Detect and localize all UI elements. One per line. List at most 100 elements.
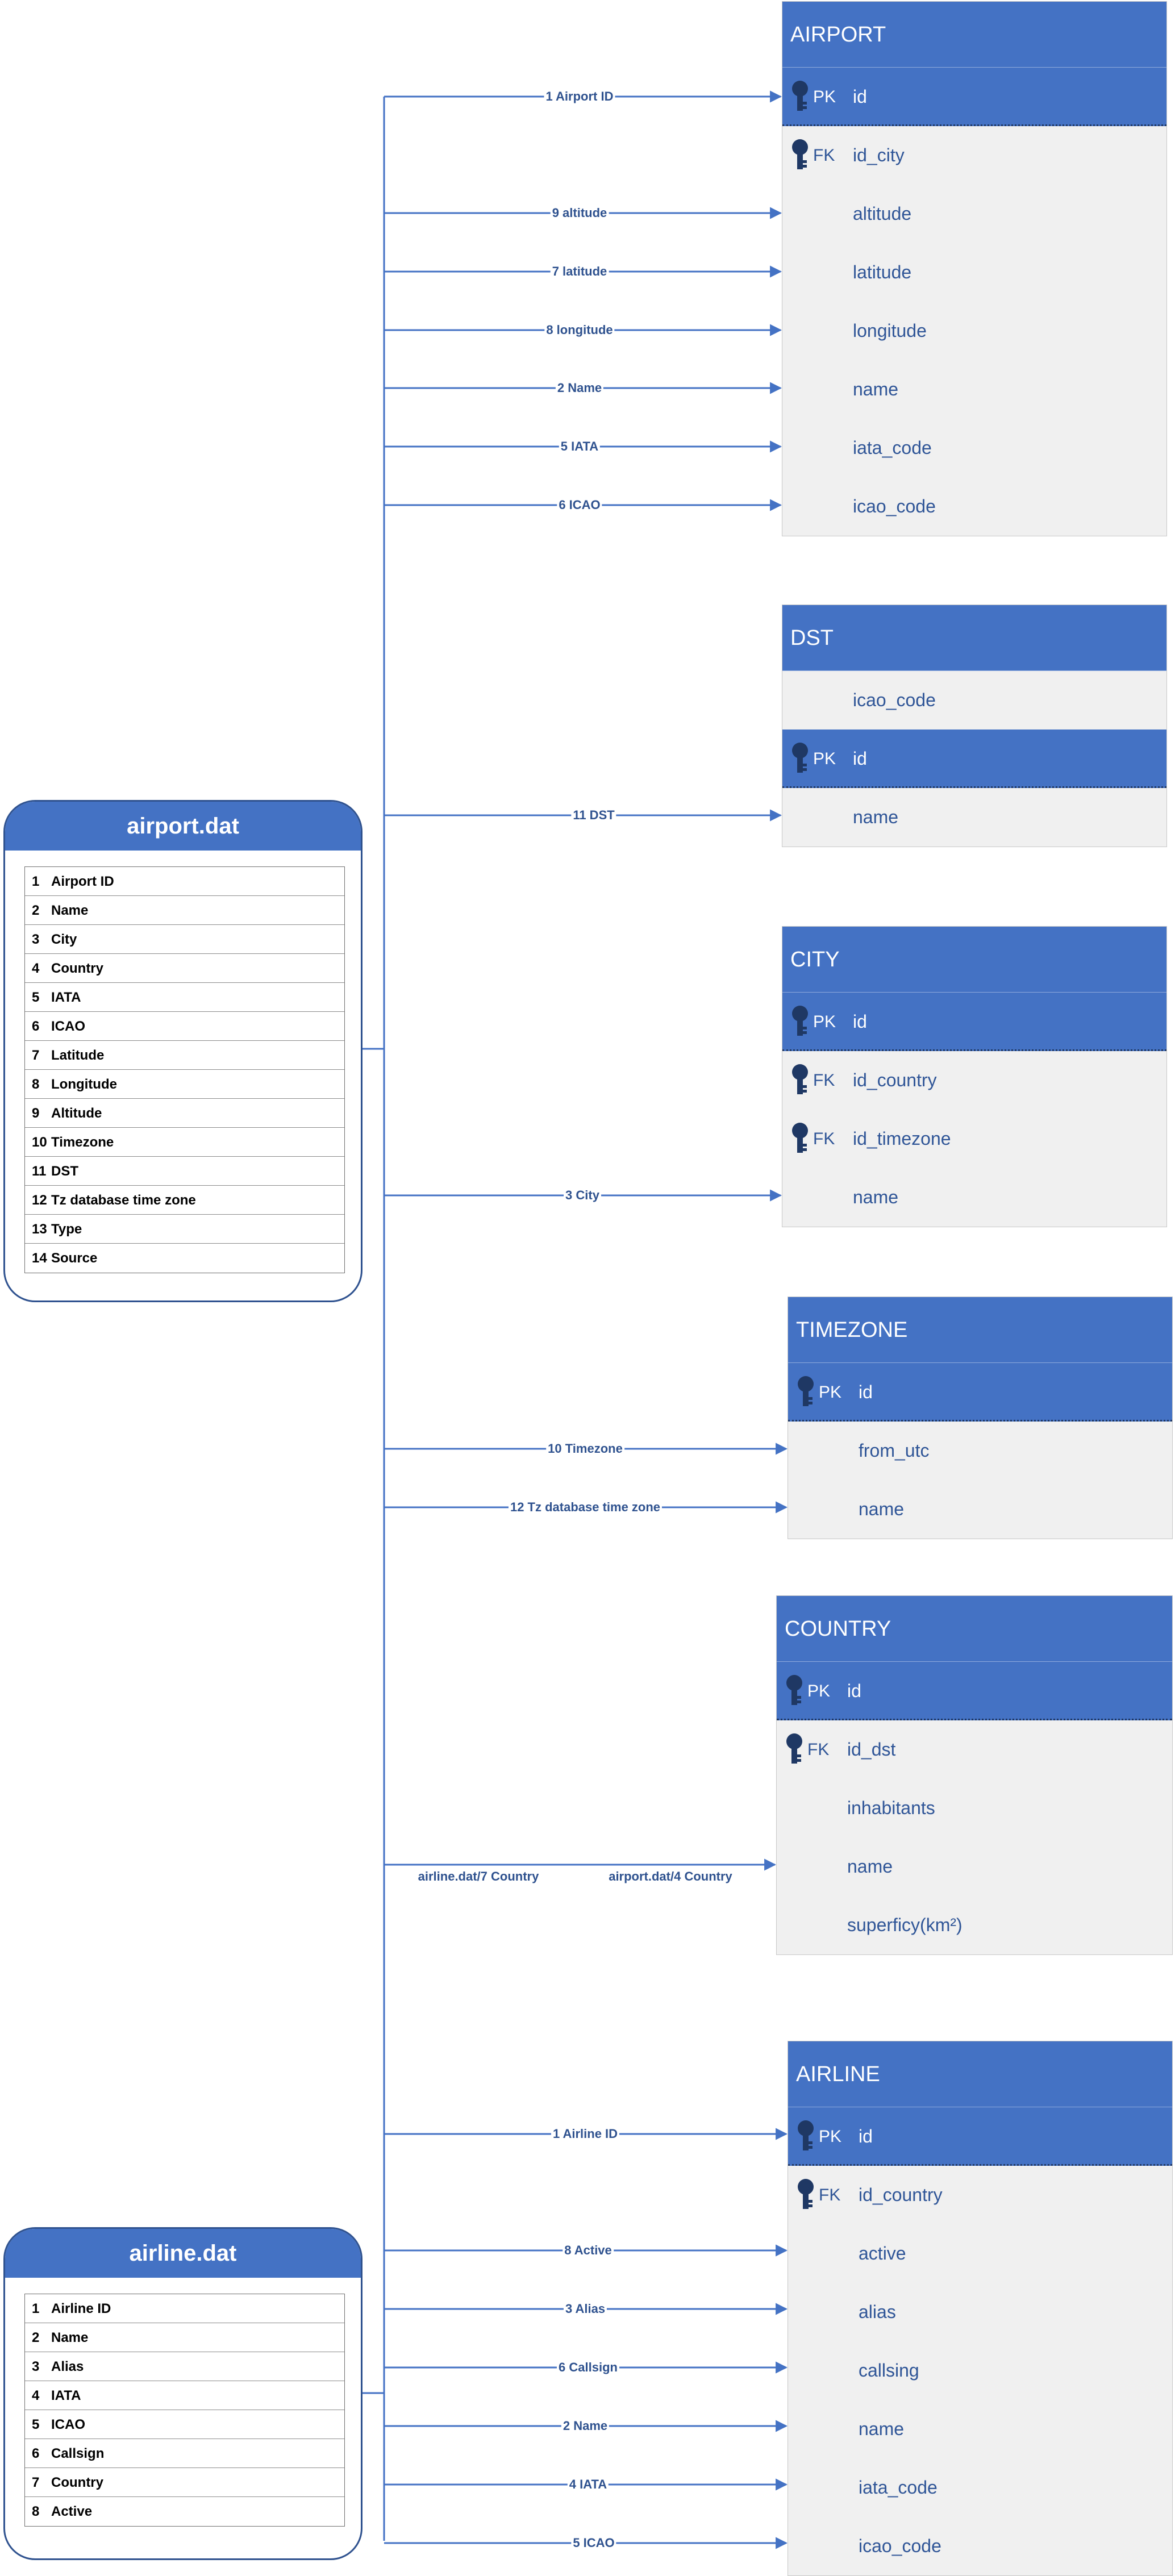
airport-entity-title: AIRPORT [782,2,1166,68]
airline-field-row: active [788,2224,1172,2283]
field-name: name [853,1187,899,1207]
key-icon: FK [788,1110,845,1168]
field-name: icao_code [853,690,936,710]
airport-field-row: longitude [782,302,1166,360]
foreign-key-label: FK [813,1129,835,1148]
field-name: Active [51,2504,93,2519]
field-name: inhabitants [847,1798,935,1818]
field-name: Tz database time zone [51,1193,196,1208]
connection-label: 3 City [564,1188,601,1203]
key-icon: FK [788,1051,845,1110]
connection-label: 7 latitude [550,264,609,279]
field-name: from_utc [859,1440,930,1461]
timezone-entity-title: TIMEZONE [788,1297,1172,1363]
field-number: 4 [32,2388,40,2403]
field-name: Callsign [51,2446,105,2461]
field-name: name [853,807,899,827]
field-name: iata_code [853,437,932,458]
dst-field-row: icao_code [782,671,1166,730]
field-name: Alias [51,2359,84,2374]
key-icon: PK [788,730,845,788]
field-name: callsing [859,2360,919,2381]
key-icon: FK [788,126,845,185]
field-number: 7 [32,1048,40,1063]
field-name: Type [51,1222,82,1237]
field-name: id [859,2126,873,2146]
city-field-row: name [782,1168,1166,1227]
field-number: 12 [32,1193,47,1208]
field-number: 10 [32,1135,47,1150]
connection-label: 12 Tz database time zone [508,1500,663,1515]
field-number: 2 [32,2330,40,2345]
foreign-key-label: FK [813,146,835,165]
airport-dat-field: 3 City [25,925,344,954]
field-name: IATA [51,990,81,1005]
field-name: superficy(km²) [847,1915,963,1935]
field-name: altitude [853,203,912,224]
connection-label: 2 Name [555,381,604,395]
airport-dat-field: 13 Type [25,1215,344,1244]
field-number: 8 [32,2504,40,2519]
dst-field-row: name [782,788,1166,847]
airline-dat-field: 8 Active [25,2497,344,2526]
field-number: 3 [32,932,40,947]
field-name: name [859,2419,905,2439]
field-name: id_city [853,145,905,165]
field-name: Source [51,1251,98,1266]
field-name: icao_code [859,2536,941,2556]
city-entity-title: CITY [782,927,1166,993]
field-name: id [847,1681,861,1701]
connection-label: 5 ICAO [571,2536,616,2550]
field-name: Latitude [51,1048,105,1063]
country-field-row: inhabitants [777,1779,1172,1837]
field-number: 6 [32,1019,40,1034]
field-name: Airline ID [51,2301,111,2316]
airport-field-row: name [782,360,1166,419]
connection-label: 11 DST [571,808,616,823]
connection-label: 4 IATA [567,2477,609,2492]
field-name: Country [51,961,103,976]
field-name: id [853,86,867,107]
field-name: Altitude [51,1106,102,1121]
field-name: City [51,932,77,947]
airline-field-row: alias [788,2283,1172,2341]
primary-key-label: PK [807,1682,831,1700]
timezone-field-row: from_utc [788,1422,1172,1480]
field-number: 1 [32,2301,40,2316]
foreign-key-label: FK [813,1071,835,1090]
dst-entity-title: DST [782,605,1166,671]
field-number: 13 [32,1222,47,1237]
connection-label: 10 Timezone [546,1441,624,1456]
connection-label: 5 IATA [559,439,601,454]
connection-label: 6 Callsign [557,2360,619,2375]
field-name: ICAO [51,2417,85,2432]
airport-dat-field: 6 ICAO [25,1012,344,1041]
connection-label: 1 Airport ID [544,89,615,104]
airline-dat-title: airline.dat [5,2229,361,2278]
field-number: 9 [32,1106,40,1121]
connection-label: airport.dat/4 Country [607,1869,734,1884]
field-number: 5 [32,2417,40,2432]
connection-label: 6 ICAO [557,498,602,512]
field-number: 7 [32,2475,40,2490]
airport-field-row: icao_code [782,477,1166,536]
field-name: ICAO [51,1019,85,1034]
key-icon: FK [782,1720,839,1779]
field-name: Country [51,2475,103,2490]
field-name: IATA [51,2388,81,2403]
key-icon: PK [794,1363,851,1422]
airline-field-row: callsing [788,2341,1172,2400]
airport-dat-field: 9 Altitude [25,1099,344,1128]
